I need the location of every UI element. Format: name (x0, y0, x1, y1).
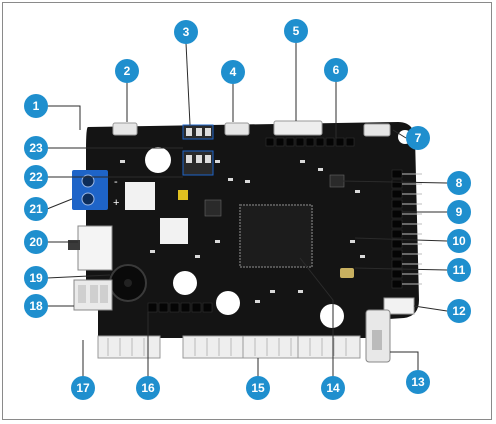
relay-module (125, 182, 155, 210)
capacitor-top (145, 147, 171, 173)
callout-15-label: 15 (251, 381, 265, 395)
callout-6-label: 6 (333, 63, 340, 77)
callout-7: 7 (406, 126, 430, 150)
callout-10-label: 10 (452, 234, 466, 248)
callout-22: 22 (24, 165, 48, 189)
callouts: 1 2 3 4 5 6 7 8 9 10 11 12 13 14 15 16 1… (24, 19, 471, 400)
right-header-pins (402, 173, 422, 285)
callout-23-label: 23 (29, 141, 43, 155)
callout-7-label: 7 (415, 131, 422, 145)
callout-17: 17 (71, 376, 95, 400)
callout-9: 9 (447, 200, 471, 224)
jumper-pin (186, 155, 192, 163)
callout-8: 8 (447, 171, 471, 195)
callout-21-label: 21 (29, 202, 43, 216)
callout-4-label: 4 (230, 65, 237, 79)
pin-header-6 (265, 137, 355, 147)
callout-16-label: 16 (141, 381, 155, 395)
top-connector-5 (273, 120, 323, 136)
callout-20: 20 (24, 230, 48, 254)
buzzer-hole (124, 279, 132, 287)
bottom-connector-15c (297, 335, 361, 359)
capacitor-bottom (216, 291, 240, 315)
callout-21: 21 (24, 197, 48, 221)
top-connector-7 (363, 123, 391, 137)
callout-17-label: 17 (76, 381, 90, 395)
jumper-pin (205, 155, 211, 163)
connector-pin (100, 285, 108, 303)
callout-2: 2 (115, 59, 139, 83)
bottom-connector-15a (182, 335, 244, 359)
mcu-chip (239, 204, 313, 268)
crystal-11 (340, 268, 354, 278)
connector-pin (78, 285, 86, 303)
callout-19: 19 (24, 266, 48, 290)
callout-15: 15 (246, 376, 270, 400)
callout-13: 13 (406, 370, 430, 394)
jumper-pin (196, 155, 202, 163)
callout-1: 1 (24, 94, 48, 118)
switch-lever (68, 240, 80, 250)
power-switch (77, 225, 113, 271)
callout-1-label: 1 (33, 99, 40, 113)
bottom-connector-17 (97, 335, 161, 359)
callout-3: 3 (174, 20, 198, 44)
mount-hole-bottom-right (320, 304, 344, 328)
smd-components (120, 160, 365, 303)
callout-8-label: 8 (456, 176, 463, 190)
jumper-pin (205, 128, 211, 136)
callout-20-label: 20 (29, 235, 43, 249)
callout-2-label: 2 (124, 64, 131, 78)
callout-18: 18 (24, 294, 48, 318)
callout-9-label: 9 (456, 205, 463, 219)
callout-18-label: 18 (29, 299, 43, 313)
callout-10: 10 (447, 229, 471, 253)
jumper-pin (186, 128, 192, 136)
usb-slot (372, 330, 382, 350)
callout-16: 16 (136, 376, 160, 400)
bottom-pin-header (147, 302, 213, 313)
callout-19-label: 19 (29, 271, 43, 285)
callout-14-label: 14 (326, 381, 340, 395)
callout-5: 5 (284, 19, 308, 43)
top-connector-4 (224, 122, 250, 136)
power-terminal (72, 170, 108, 210)
silk-plus: + (113, 197, 119, 209)
callout-4: 4 (221, 60, 245, 84)
callout-11-label: 11 (453, 263, 466, 277)
callout-12: 12 (447, 299, 471, 323)
connector-pin (90, 285, 98, 303)
callout-11: 11 (447, 258, 471, 282)
callout-3-label: 3 (183, 25, 190, 39)
terminal-screw-top (81, 174, 95, 188)
callout-23: 23 (24, 136, 48, 160)
bottom-connector-ribs (107, 338, 347, 356)
leader-lines (46, 42, 448, 388)
inductor (160, 218, 188, 244)
bottom-connector-15b (242, 335, 299, 359)
capacitor-mid (173, 271, 197, 295)
callout-12-label: 12 (452, 304, 466, 318)
jumper-pin (196, 128, 202, 136)
yellow-cap (178, 190, 188, 200)
right-pin-header (391, 169, 403, 289)
callout-13-label: 13 (411, 375, 425, 389)
callout-6: 6 (324, 58, 348, 82)
silk-minus: - (114, 176, 118, 188)
callout-22-label: 22 (29, 170, 43, 184)
terminal-screw-bottom (81, 192, 95, 206)
callout-5-label: 5 (293, 24, 300, 38)
chip-left (204, 199, 222, 217)
top-connector-2 (112, 122, 138, 136)
callout-14: 14 (321, 376, 345, 400)
